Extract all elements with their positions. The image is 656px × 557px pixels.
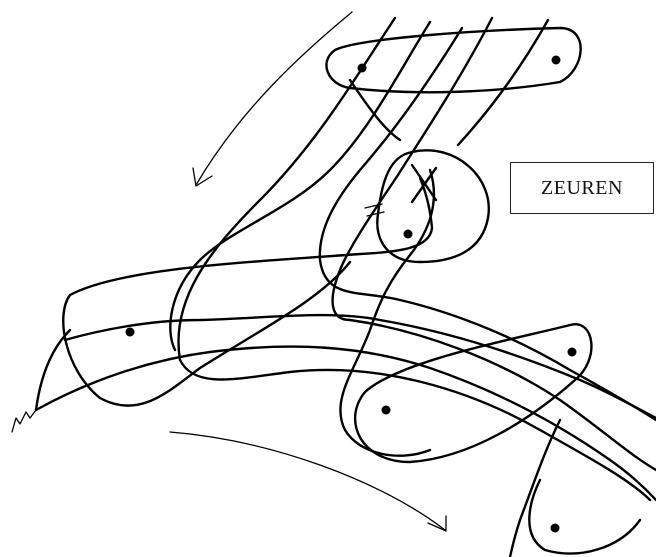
arrow-bottom-right (170, 432, 446, 531)
dot-center (404, 230, 413, 239)
dot-right (568, 348, 577, 357)
loop-bottom-right (529, 480, 640, 553)
strand-7 (65, 315, 656, 418)
squiggle (12, 410, 36, 432)
dot-lower-middle (382, 406, 391, 415)
zeuren-label: ZEUREN (510, 162, 654, 214)
dot-bottom-right (551, 524, 560, 533)
loop-top (326, 28, 580, 92)
strand-1 (178, 18, 650, 500)
dot-top-right (552, 56, 561, 65)
strand-5 (458, 20, 548, 145)
arrow-upper-left (193, 12, 352, 186)
dot-left (126, 328, 135, 337)
loop-lower-right (355, 324, 591, 462)
dot-top-left (358, 64, 367, 73)
strand-4 (333, 18, 656, 470)
